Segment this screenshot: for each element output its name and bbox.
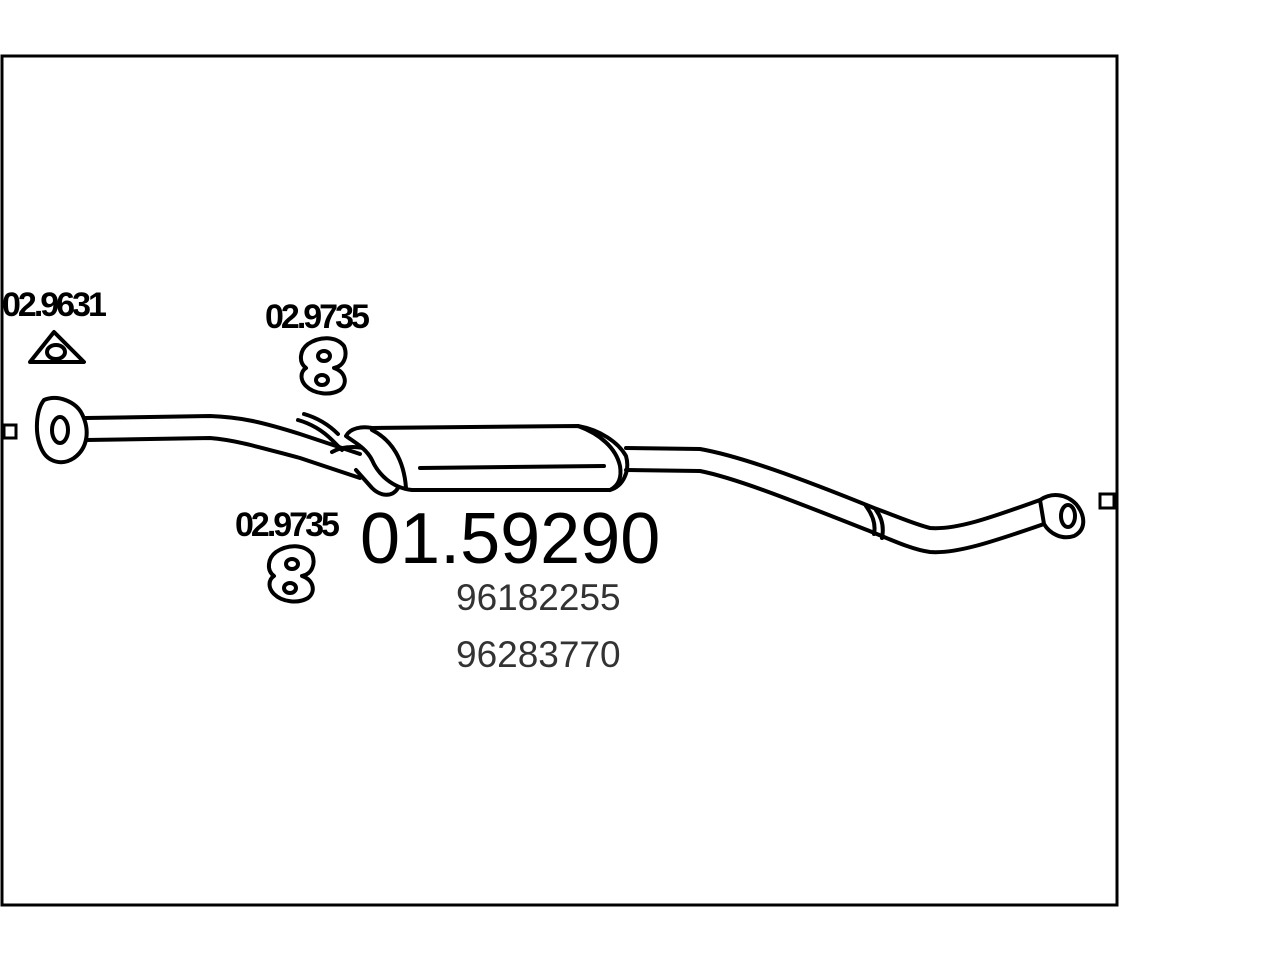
right-end-marker xyxy=(1098,492,1116,510)
rear-pipe xyxy=(624,446,1042,531)
rubber-hanger-icon xyxy=(299,336,348,396)
gasket-icon xyxy=(28,330,86,364)
accessory-rubber-hanger-top[interactable]: 02.9735 xyxy=(265,298,372,396)
oem-number: 96283770 xyxy=(456,634,621,675)
left-end-marker xyxy=(2,423,18,440)
accessory-number-label: 02.9735 xyxy=(235,506,339,544)
accessory-rubber-hanger-bottom[interactable]: 02.9735 xyxy=(235,506,342,604)
rubber-hanger-icon xyxy=(267,544,316,604)
silencer-body xyxy=(344,424,630,492)
oem-number: 96182255 xyxy=(456,577,621,618)
accessory-gasket[interactable]: 02.9631 xyxy=(2,286,109,364)
main-part-number: 01.59290 xyxy=(360,499,660,579)
pipe-joint-ring xyxy=(864,504,877,536)
accessory-number-label: 02.9735 xyxy=(265,298,369,336)
inlet-flange xyxy=(35,395,89,465)
middle-silencer-assembly xyxy=(35,395,1086,555)
front-pipe xyxy=(84,414,362,456)
pipe-stub xyxy=(296,418,344,452)
accessory-number-label: 02.9631 xyxy=(2,286,106,324)
diagram-frame xyxy=(0,54,1119,907)
